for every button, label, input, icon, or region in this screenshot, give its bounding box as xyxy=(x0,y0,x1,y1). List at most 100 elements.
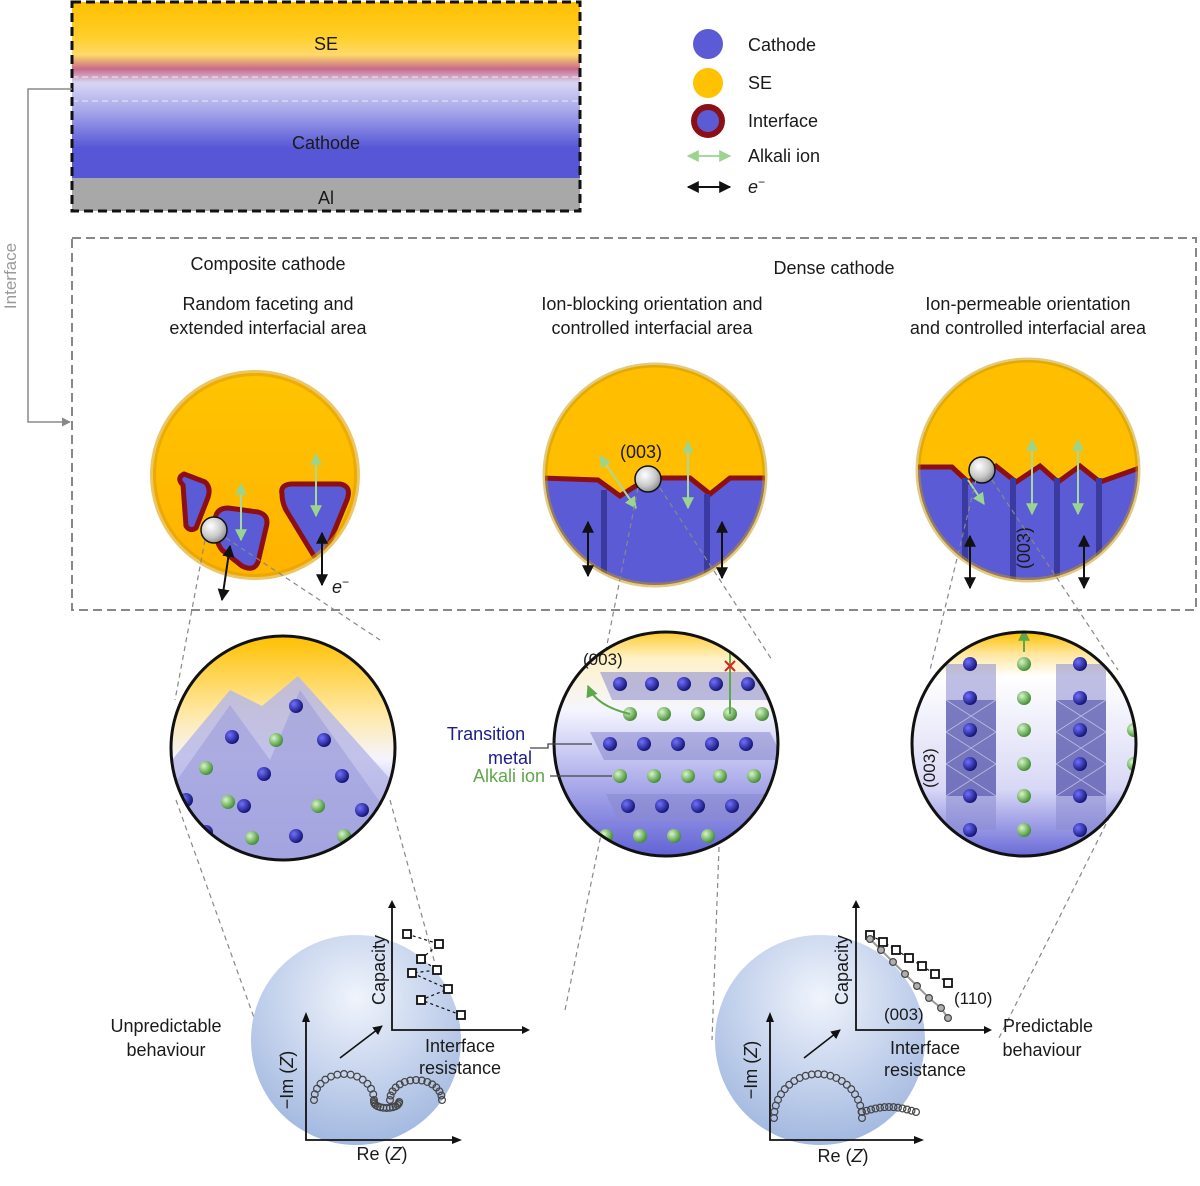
nyquist-point xyxy=(369,1090,378,1099)
legend: Cathode SE Interface Alkali ion e− xyxy=(686,29,820,197)
scatter-point xyxy=(904,953,914,963)
nyquist-point xyxy=(911,1107,920,1116)
col3-heading-line2: and controlled interfacial area xyxy=(910,318,1147,338)
cathode-label: Cathode xyxy=(292,133,360,153)
se-label: SE xyxy=(314,34,338,54)
nyquist-point xyxy=(358,1075,367,1084)
scatter-point xyxy=(876,945,885,954)
label-003: (003) xyxy=(884,1005,924,1024)
scatter-point xyxy=(443,984,453,994)
nyquist-point xyxy=(889,1103,898,1112)
electron-annotation: e− xyxy=(332,575,349,597)
scatter-point xyxy=(407,968,417,978)
scatter-point xyxy=(912,981,921,990)
magnifier-ball xyxy=(634,465,662,493)
plot-unpredictable: Capacity Interface resistance −Im (Z) Re… xyxy=(251,900,530,1164)
nyquist-point xyxy=(423,1077,432,1086)
nyquist-point xyxy=(437,1091,446,1100)
nyquist-point xyxy=(880,1103,889,1112)
magnifier-ball xyxy=(200,516,228,544)
legend-alkali-label: Alkali ion xyxy=(748,146,820,166)
nyquist-point xyxy=(907,1106,916,1115)
nyquist-point xyxy=(875,1103,884,1112)
nyquist-point xyxy=(310,1095,319,1104)
scatter-point xyxy=(865,934,874,943)
nyquist-point xyxy=(395,1080,404,1089)
interface-bracket: Interface xyxy=(1,88,72,427)
scatter-point xyxy=(416,954,426,964)
scatter-point xyxy=(456,1010,466,1020)
nyquist-point xyxy=(316,1079,325,1088)
capacity-axis-label: Capacity xyxy=(369,935,389,1005)
col1-heading-line2: extended interfacial area xyxy=(169,318,367,338)
nyquist-point xyxy=(837,1076,846,1085)
scatter-point xyxy=(936,1003,945,1012)
nyquist-point xyxy=(862,1106,871,1115)
legend-se-swatch xyxy=(693,68,723,98)
nyquist-point xyxy=(785,1080,794,1089)
bubble-composite: e− xyxy=(150,370,360,602)
col2-heading-line1: Ion-blocking orientation and xyxy=(541,294,762,314)
re-z-axis-label: Re (Z) xyxy=(356,1144,407,1164)
nyquist-point xyxy=(776,1090,785,1099)
scatter-point xyxy=(888,957,897,966)
interface-panel-box xyxy=(71,237,1197,611)
zoom-composite xyxy=(169,634,397,862)
dense-cathode-title: Dense cathode xyxy=(773,258,894,278)
unpredictable-label-2: behaviour xyxy=(126,1040,205,1060)
interface-resistance-line1: Interface xyxy=(890,1038,960,1058)
unpredictable-label-1: Unpredictable xyxy=(110,1016,221,1036)
nyquist-point xyxy=(847,1085,856,1094)
zoom-facet-003-label: (003) xyxy=(583,650,623,669)
predictable-label-1: Predictable xyxy=(1003,1016,1093,1036)
interface-side-label: Interface xyxy=(1,243,20,309)
facet-003-vertical-label: (003) xyxy=(1014,527,1034,569)
scatter-point xyxy=(402,929,412,939)
nyquist-point xyxy=(406,1076,415,1085)
re-z-axis-label: Re (Z) xyxy=(817,1146,868,1166)
nyquist-point xyxy=(417,1076,426,1085)
nyquist-point xyxy=(857,1107,866,1116)
im-z-axis-label: −Im (Z) xyxy=(277,1051,297,1110)
capacity-scatter-right xyxy=(865,930,953,1022)
label-110: (110) xyxy=(954,989,992,1008)
col1-heading-line1: Random faceting and xyxy=(182,294,353,314)
scatter-point xyxy=(917,961,927,971)
nyquist-point xyxy=(371,1100,380,1109)
nyquist-point xyxy=(780,1085,789,1094)
nyquist-curve-left xyxy=(310,1069,447,1112)
capacity-scatter-left xyxy=(402,929,466,1020)
scatter-point xyxy=(416,995,426,1005)
al-layer xyxy=(72,178,580,211)
nyquist-point xyxy=(386,1091,395,1100)
scatter-point xyxy=(434,939,444,949)
zoom-connectors xyxy=(174,479,1119,1041)
scatter-point xyxy=(878,937,888,947)
nyquist-point xyxy=(898,1104,907,1113)
scatter-point xyxy=(930,969,940,979)
legend-interface-label: Interface xyxy=(748,111,818,131)
nyquist-point xyxy=(893,1103,902,1112)
nyquist-point xyxy=(395,1097,404,1106)
zoom-ion-permeable: (003) xyxy=(910,630,1138,858)
zoom-facet-003-vertical-label: (003) xyxy=(920,748,939,788)
nyquist-point xyxy=(902,1105,911,1114)
nyquist-point xyxy=(857,1113,866,1122)
col3-heading-line1: Ion-permeable orientation xyxy=(925,294,1130,314)
transition-metal-label-2: metal xyxy=(488,748,532,768)
scatter-point xyxy=(943,978,953,988)
legend-electron-label: e− xyxy=(748,175,765,197)
layer-stack: SE Cathode Al xyxy=(70,0,582,213)
legend-cathode-label: Cathode xyxy=(748,35,816,55)
im-z-axis-label: −Im (Z) xyxy=(741,1041,761,1100)
nyquist-point xyxy=(884,1102,893,1111)
nyquist-point xyxy=(385,1103,394,1112)
nyquist-point xyxy=(866,1105,875,1114)
facet-003-label: (003) xyxy=(620,442,662,462)
nyquist-point xyxy=(400,1077,409,1086)
scatter-point xyxy=(432,965,442,975)
scatter-point xyxy=(891,945,901,955)
alkali-ion-label: Alkali ion xyxy=(473,766,545,786)
nyquist-curve-right xyxy=(769,1069,920,1122)
